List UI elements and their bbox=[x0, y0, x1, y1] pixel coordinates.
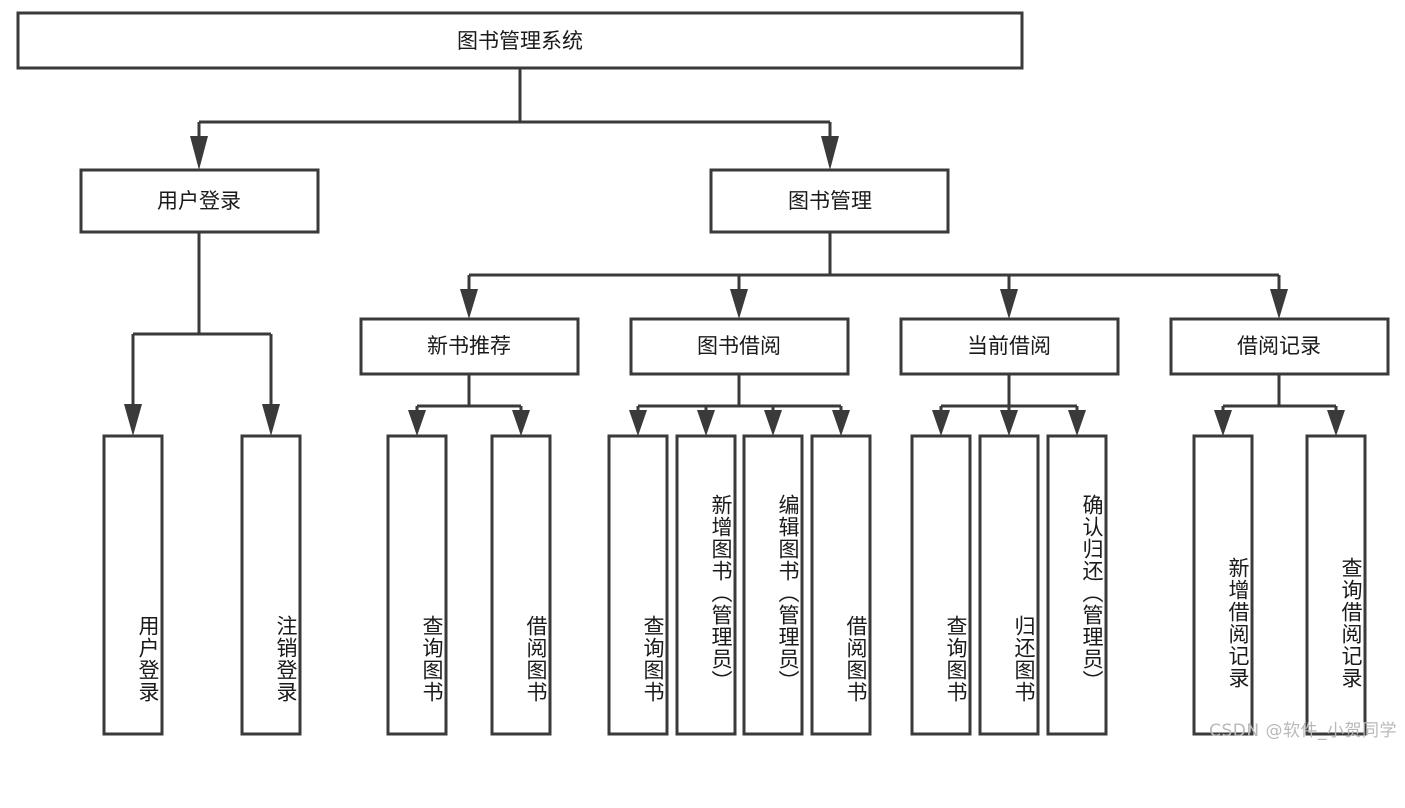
node-leaf-add-record-box[interactable] bbox=[1192, 434, 1254, 736]
connector-group-root-to-level2 bbox=[190, 68, 839, 170]
node-book-management-label: 图书管理 bbox=[788, 189, 872, 213]
node-book-management-box[interactable] bbox=[709, 168, 950, 234]
node-current-borrow[interactable]: 当前借阅 bbox=[899, 317, 1120, 376]
node-book-borrow[interactable]: 图书借阅 bbox=[629, 317, 850, 376]
arrowhead-book-management bbox=[821, 136, 839, 170]
leaf-boxes bbox=[102, 434, 1367, 736]
arrowhead-borrow-record bbox=[1270, 289, 1288, 319]
node-root[interactable]: 图书管理系统 bbox=[16, 11, 1024, 70]
arrowhead-user-login bbox=[190, 136, 208, 170]
arrowhead-current-borrow bbox=[1000, 289, 1018, 319]
arrowhead-leaf-user-login bbox=[124, 404, 142, 436]
csdn-watermark: CSDN @软件_小贺同学 bbox=[1209, 721, 1397, 741]
node-leaf-query-book-3-box[interactable] bbox=[910, 434, 972, 736]
arrowhead-leaf-logout-login bbox=[262, 404, 280, 436]
node-leaf-borrow-book-2-box[interactable] bbox=[810, 434, 872, 736]
arrowhead-leaf-add-record bbox=[1214, 410, 1232, 436]
node-root-label: 图书管理系统 bbox=[457, 29, 583, 53]
node-leaf-borrow-book-1-box[interactable] bbox=[490, 434, 552, 736]
node-new-book-recommend-label: 新书推荐 bbox=[427, 334, 511, 358]
arrowhead-leaf-add-book bbox=[697, 410, 715, 436]
node-user-login-box[interactable] bbox=[79, 168, 320, 234]
connector-group-book-borrow-to-leaves bbox=[629, 374, 850, 436]
arrowhead-leaf-confirm-return bbox=[1068, 410, 1086, 436]
node-leaf-query-book-2-box[interactable] bbox=[607, 434, 669, 736]
connector-group-user-login-to-leaves bbox=[124, 232, 280, 436]
hierarchy-diagram-canvas: 图书管理系统 用户登录 图书管理 新书推荐 图书借阅 当前借阅 借阅记录 bbox=[16, 11, 1397, 741]
arrowhead-leaf-query-book-1 bbox=[408, 410, 426, 436]
connector-group-current-borrow-to-leaves bbox=[932, 374, 1086, 436]
arrowhead-leaf-return-book bbox=[1000, 410, 1018, 436]
connector-group-borrow-record-to-leaves bbox=[1214, 374, 1345, 436]
node-user-login[interactable]: 用户登录 bbox=[79, 168, 320, 234]
node-book-management[interactable]: 图书管理 bbox=[709, 168, 950, 234]
arrowhead-leaf-query-record bbox=[1327, 410, 1345, 436]
node-leaf-return-book-box[interactable] bbox=[978, 434, 1040, 736]
node-leaf-user-login-box[interactable] bbox=[102, 434, 164, 736]
arrowhead-book-borrow bbox=[730, 289, 748, 319]
node-leaf-logout-login-box[interactable] bbox=[240, 434, 302, 736]
node-borrow-record[interactable]: 借阅记录 bbox=[1169, 317, 1390, 376]
arrowhead-leaf-borrow-book-2 bbox=[832, 410, 850, 436]
diagram-svg: 图书管理系统 用户登录 图书管理 新书推荐 图书借阅 当前借阅 借阅记录 bbox=[16, 11, 1390, 736]
node-leaf-edit-book-box[interactable] bbox=[742, 434, 804, 736]
node-new-book-recommend-box[interactable] bbox=[359, 317, 580, 376]
arrowhead-leaf-edit-book bbox=[764, 410, 782, 436]
arrowhead-new-book-recommend bbox=[460, 289, 478, 319]
node-root-box[interactable] bbox=[16, 11, 1024, 70]
node-book-borrow-box[interactable] bbox=[629, 317, 850, 376]
node-current-borrow-label: 当前借阅 bbox=[967, 334, 1051, 358]
node-borrow-record-label: 借阅记录 bbox=[1237, 334, 1321, 358]
node-book-borrow-label: 图书借阅 bbox=[697, 334, 781, 358]
node-borrow-record-box[interactable] bbox=[1169, 317, 1390, 376]
node-leaf-query-record-box[interactable] bbox=[1305, 434, 1367, 736]
arrowhead-leaf-query-book-2 bbox=[629, 410, 647, 436]
connector-group-book-management-to-level3 bbox=[460, 232, 1288, 319]
node-user-login-label: 用户登录 bbox=[157, 189, 241, 213]
node-leaf-query-book-1-box[interactable] bbox=[386, 434, 448, 736]
node-leaf-add-book-box[interactable] bbox=[675, 434, 737, 736]
node-new-book-recommend[interactable]: 新书推荐 bbox=[359, 317, 580, 376]
node-leaf-confirm-return-box[interactable] bbox=[1046, 434, 1108, 736]
connector-group-new-book-recommend-to-leaves bbox=[408, 374, 530, 436]
arrowhead-leaf-borrow-book-1 bbox=[512, 410, 530, 436]
node-current-borrow-box[interactable] bbox=[899, 317, 1120, 376]
arrowhead-leaf-query-book-3 bbox=[932, 410, 950, 436]
